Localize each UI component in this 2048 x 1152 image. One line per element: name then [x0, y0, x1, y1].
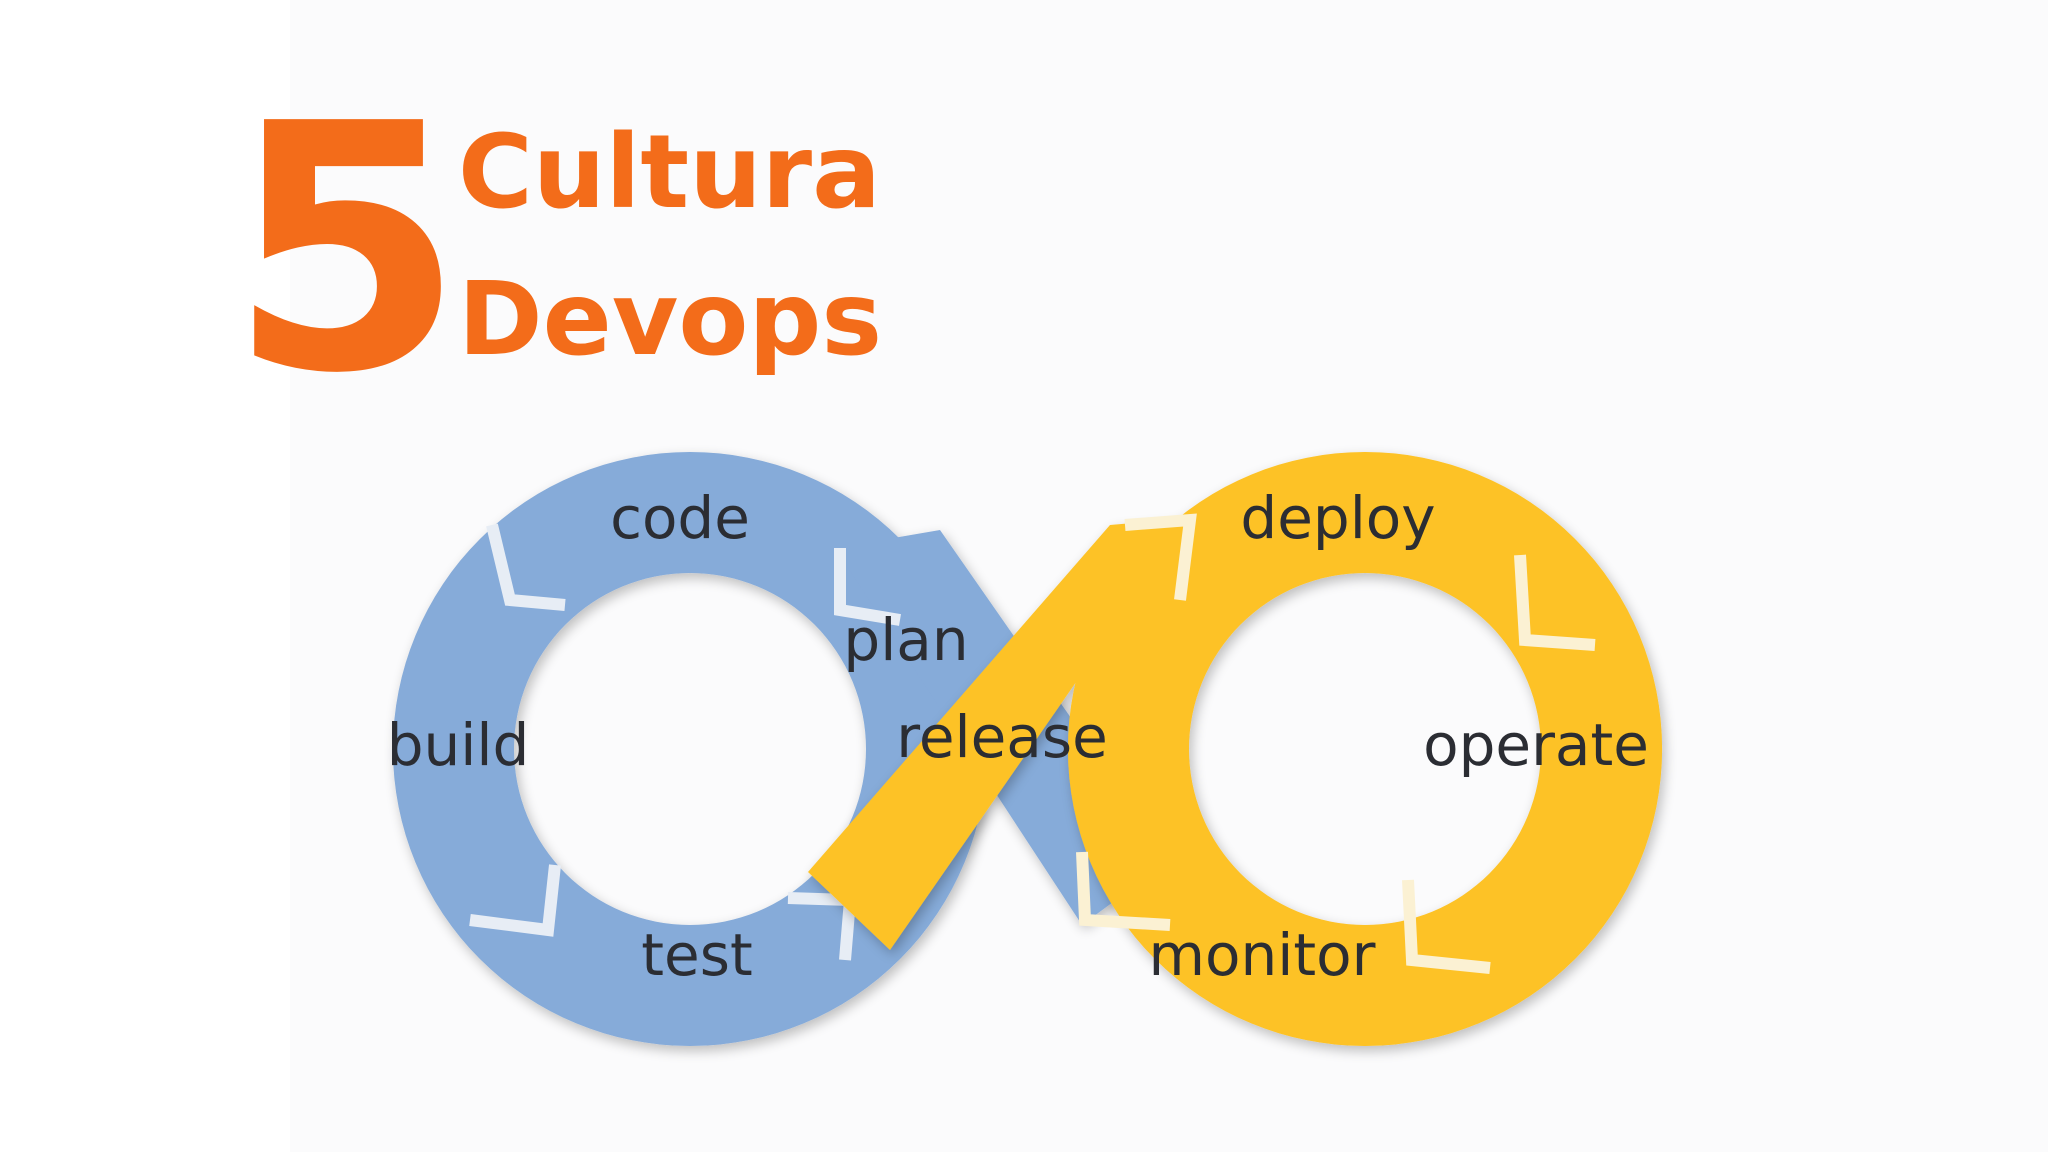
stage-label-plan: plan [843, 606, 968, 674]
stage-label-release: release [896, 703, 1108, 771]
ops-loop-segment-separators [1076, 513, 1596, 974]
stage-label-deploy: deploy [1240, 484, 1435, 552]
stage-label-operate: operate [1423, 711, 1649, 779]
stage-label-build: build [387, 711, 530, 779]
stage-label-code: code [610, 484, 750, 552]
ops-loop-crossing-band [808, 518, 1190, 950]
ops-loop-ring [1067, 451, 1663, 1046]
section-number: 5 [228, 52, 465, 448]
stage-label-monitor: monitor [1149, 921, 1376, 989]
stage-label-test: test [641, 921, 752, 989]
ops-loop [808, 451, 1663, 1046]
section-title-line-2: Devops [458, 260, 883, 379]
section-title-line-1: Cultura [458, 113, 881, 232]
